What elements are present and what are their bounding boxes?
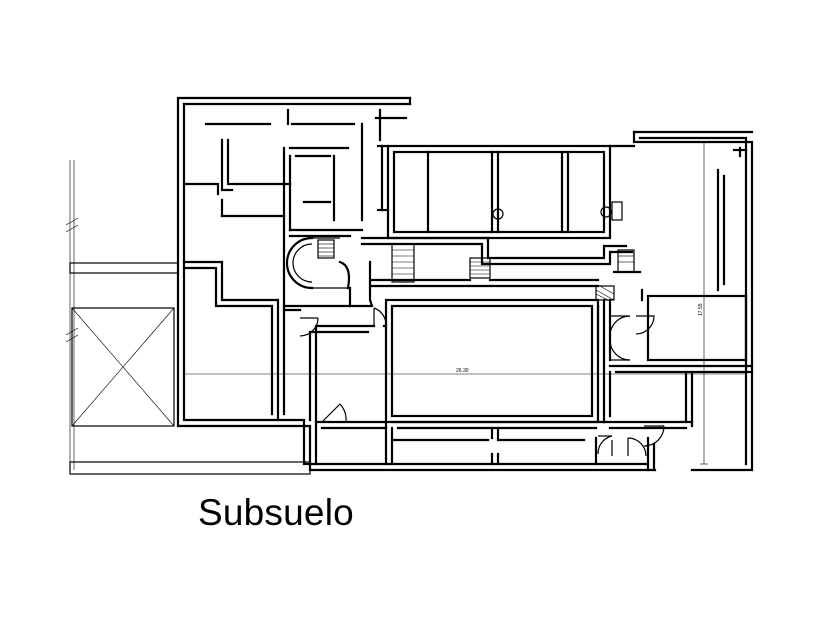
service-rooms xyxy=(182,102,412,252)
left-rooms xyxy=(182,248,372,422)
plan-caption: Subsuelo xyxy=(198,492,354,533)
ramp-area xyxy=(71,307,175,427)
outer-walls xyxy=(176,96,754,472)
central-corridor xyxy=(360,236,642,308)
dimension-width-label: 26.30 xyxy=(456,368,469,374)
stair-core xyxy=(285,228,364,290)
main-hall xyxy=(384,298,612,424)
bottom-storage-row xyxy=(390,420,606,466)
storage-units xyxy=(376,144,636,240)
lower-left-rooms xyxy=(308,324,394,466)
dimension-height-label: 17.55 xyxy=(698,303,704,316)
right-upper-room xyxy=(700,141,748,465)
right-lower-rooms xyxy=(594,288,754,472)
